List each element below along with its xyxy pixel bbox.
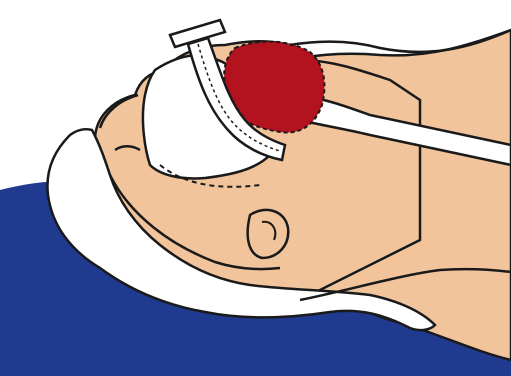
ear-icon: [248, 210, 289, 258]
